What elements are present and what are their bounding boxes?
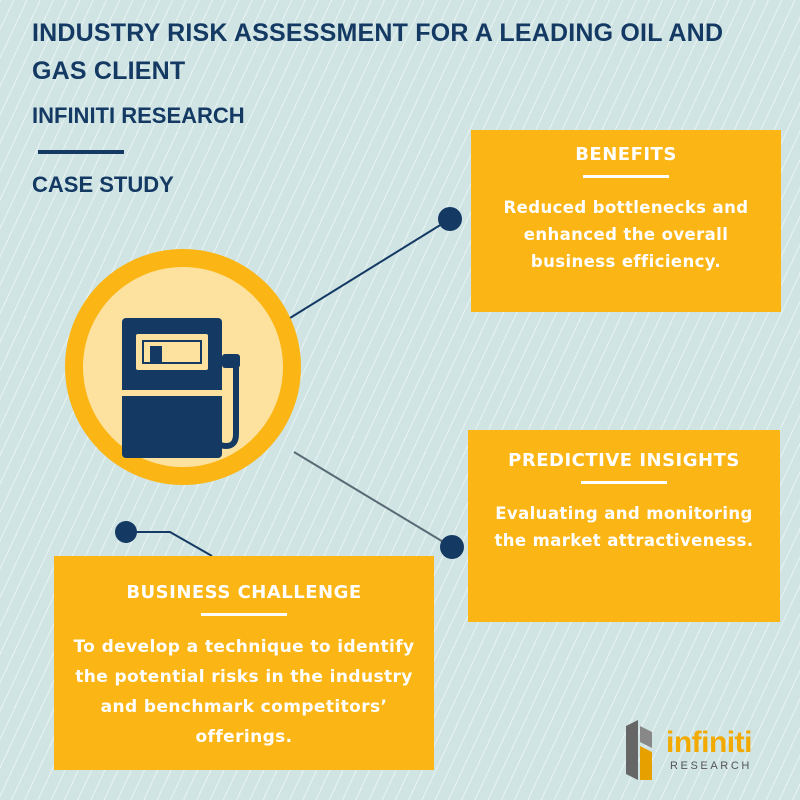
- connector-benefits: [289, 218, 451, 319]
- business-challenge-divider: [201, 613, 287, 616]
- benefits-card: BENEFITS Reduced bottlenecks and enhance…: [471, 130, 781, 312]
- infiniti-research-logo: infiniti RESEARCH: [622, 718, 782, 782]
- node-dot-benefits: [438, 207, 462, 231]
- document-type: CASE STUDY: [32, 172, 174, 197]
- business-challenge-body: To develop a technique to identify the p…: [73, 637, 415, 747]
- benefits-body: Reduced bottlenecks and enhanced the ove…: [503, 198, 749, 271]
- predictive-insights-card: PREDICTIVE INSIGHTS Evaluating and monit…: [468, 430, 780, 622]
- page-title: INDUSTRY RISK ASSESSMENT FOR A LEADING O…: [32, 19, 724, 85]
- node-dot-insights: [440, 535, 464, 559]
- node-dot-challenge: [115, 521, 137, 543]
- logo-mark-icon: [626, 720, 652, 780]
- benefits-divider: [583, 175, 669, 178]
- connector-challenge: [126, 531, 213, 557]
- business-challenge-heading: BUSINESS CHALLENGE: [126, 582, 362, 603]
- logo-subtitle: RESEARCH: [670, 760, 752, 772]
- connector-insights: [293, 451, 451, 547]
- fuel-pump-icon: [122, 318, 240, 458]
- benefits-heading: BENEFITS: [575, 144, 677, 165]
- predictive-insights-heading: PREDICTIVE INSIGHTS: [508, 450, 740, 471]
- header-divider: [38, 150, 124, 154]
- organization-name: INFINITI RESEARCH: [32, 103, 245, 128]
- business-challenge-card: BUSINESS CHALLENGE To develop a techniqu…: [54, 556, 434, 770]
- predictive-insights-divider: [581, 481, 667, 484]
- logo-name: infiniti: [666, 726, 752, 759]
- predictive-insights-body: Evaluating and monitoring the market att…: [494, 504, 754, 550]
